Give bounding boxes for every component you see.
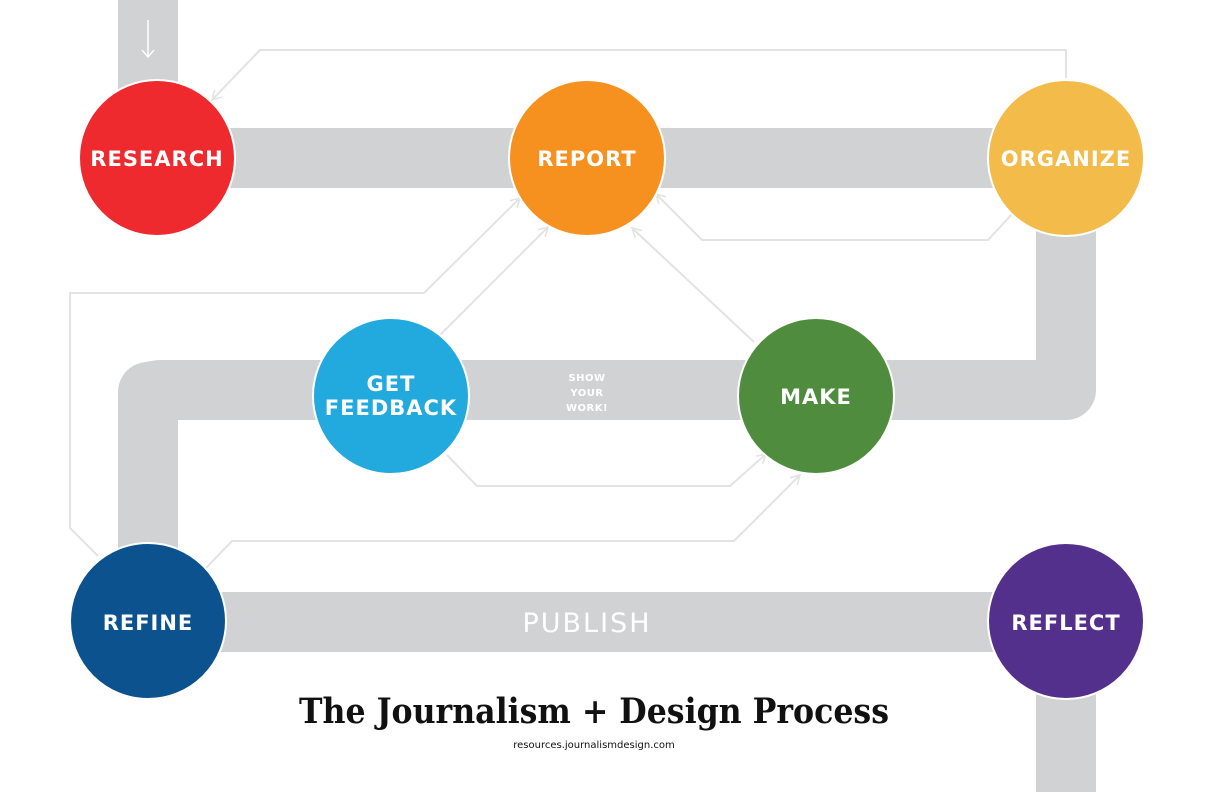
main-track — [118, 0, 1096, 792]
node-reflect[interactable]: REFLECT — [987, 542, 1145, 700]
node-refine-circle — [69, 542, 227, 700]
feedback-connectors — [69, 49, 1067, 569]
node-make-label: MAKE — [780, 385, 852, 409]
node-reflect-label: REFLECT — [1011, 611, 1120, 635]
node-make[interactable]: MAKE — [737, 317, 895, 475]
publish-label: PUBLISH — [522, 608, 651, 639]
node-organize-label: ORGANIZE — [1001, 147, 1131, 171]
show-your-work-label: SHOW YOUR WORK! — [566, 373, 608, 414]
node-research-circle — [78, 79, 236, 237]
track-path — [118, 0, 1096, 792]
node-get-feedback-line1: GET — [367, 372, 416, 396]
connector-organize-to-research — [210, 49, 1067, 102]
node-get-feedback-circle — [312, 317, 470, 475]
node-reflect-circle — [987, 542, 1145, 700]
node-report-label: REPORT — [537, 147, 636, 171]
entry-arrow-icon — [141, 20, 155, 59]
node-get-feedback-line2: FEEDBACK — [325, 396, 457, 420]
source-url: resources.journalismdesign.com — [513, 740, 675, 751]
node-organize[interactable]: ORGANIZE — [987, 79, 1145, 237]
node-refine[interactable]: REFINE — [69, 542, 227, 700]
show-your-work-line2: YOUR — [569, 388, 603, 399]
connector-make-to-report — [630, 226, 755, 343]
connector-refine-to-report — [69, 196, 522, 557]
connector-feedback-to-make — [446, 452, 768, 487]
show-your-work-line1: SHOW — [568, 373, 605, 384]
node-report-circle — [508, 79, 666, 237]
node-report[interactable]: REPORT — [508, 79, 666, 237]
connector-refine-to-make — [205, 473, 802, 569]
node-refine-label: REFINE — [103, 611, 194, 635]
node-organize-circle — [987, 79, 1145, 237]
node-research[interactable]: RESEARCH — [78, 79, 236, 237]
node-get-feedback[interactable]: GET FEEDBACK — [312, 317, 470, 475]
connector-feedback-to-report — [439, 225, 550, 336]
show-your-work-line3: WORK! — [566, 403, 608, 414]
node-research-label: RESEARCH — [90, 147, 223, 171]
connector-organize-to-report — [654, 192, 1015, 241]
node-make-circle — [737, 317, 895, 475]
diagram-title: The Journalism + Design Process — [299, 691, 889, 732]
